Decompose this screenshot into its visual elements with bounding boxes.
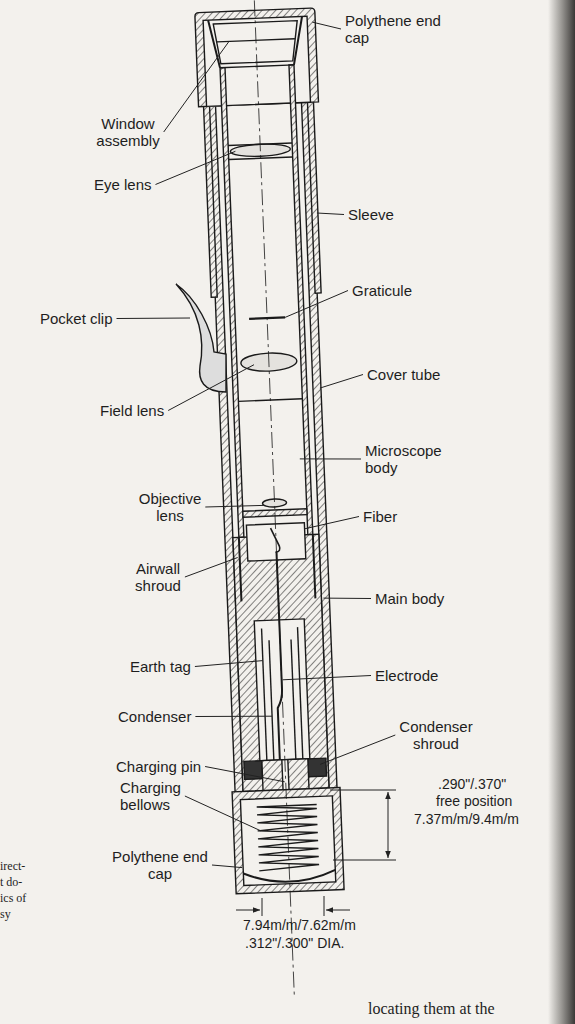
part-label: Airwall shroud [118,560,198,594]
part-label: Objective lens [130,490,210,524]
page-text: t do- [0,874,22,891]
part-label: Window assembly [86,115,170,149]
condenser [269,640,274,760]
part-label: free position [436,793,512,810]
sleeve [203,102,217,297]
part-label: Main body [375,590,444,607]
part-label: Condenser shroud [388,718,484,752]
microscope-body [220,68,244,538]
leader-line [205,767,285,782]
leader-line [283,676,371,680]
pocket-clip [176,284,226,392]
part-label: Electrode [375,667,438,684]
extension-line [324,896,325,916]
leader-line [285,291,348,318]
part-label: Graticule [352,282,412,299]
page-text: irect- [0,858,25,875]
centerline [254,0,294,995]
part-label: Pocket clip [40,310,113,327]
part-label: Microscope body [365,442,465,476]
part-label: Fiber [363,508,397,525]
part-label: Polythene end cap [112,848,208,882]
dimension-line [236,910,260,911]
leader-line [168,365,254,411]
part-label: Cover tube [367,366,440,383]
extension-line [330,790,396,791]
page-text: sy [0,906,11,923]
leader-line [117,318,191,320]
leader-line [195,716,272,717]
part-label: Eye lens [94,176,152,193]
page-text: ics of [0,890,26,907]
part-label: Field lens [100,402,164,419]
electrode [271,552,284,762]
leader-line [305,517,359,529]
leader-line [323,598,371,599]
extension-line [262,898,263,916]
leader-line [300,458,361,459]
fiber [271,528,280,552]
leader-line [185,558,238,578]
earth-tag [262,629,267,761]
page-text: locating them at the [368,1000,495,1017]
dimension-line [326,910,350,911]
leader-line [212,865,242,868]
leader-line [185,796,261,831]
leader-line [164,41,229,132]
part-label: .290"/.370" [438,776,506,793]
part-label: .312"/.300" DIA. [245,935,344,952]
part-label: Sleeve [348,206,394,223]
leader-line [312,22,341,29]
leader-line [317,213,344,215]
part-label: Earth tag [130,658,191,675]
leader-line [320,735,395,764]
part-label: Condenser [118,708,191,725]
extension-line [333,860,396,861]
leader-line [320,375,363,389]
leader-line [205,505,263,507]
part-label: Charging pin [116,758,201,775]
part-label: 7.37m/m/9.4m/m [414,811,519,828]
part-label: Charging bellows [120,779,202,813]
leader-line [156,151,236,184]
dimension-line [388,792,389,858]
binding-shadow [548,0,575,1024]
part-label: Polythene end cap [345,12,445,46]
part-label: 7.94m/m/7.62m/m [243,917,356,934]
leader-line [195,661,263,667]
